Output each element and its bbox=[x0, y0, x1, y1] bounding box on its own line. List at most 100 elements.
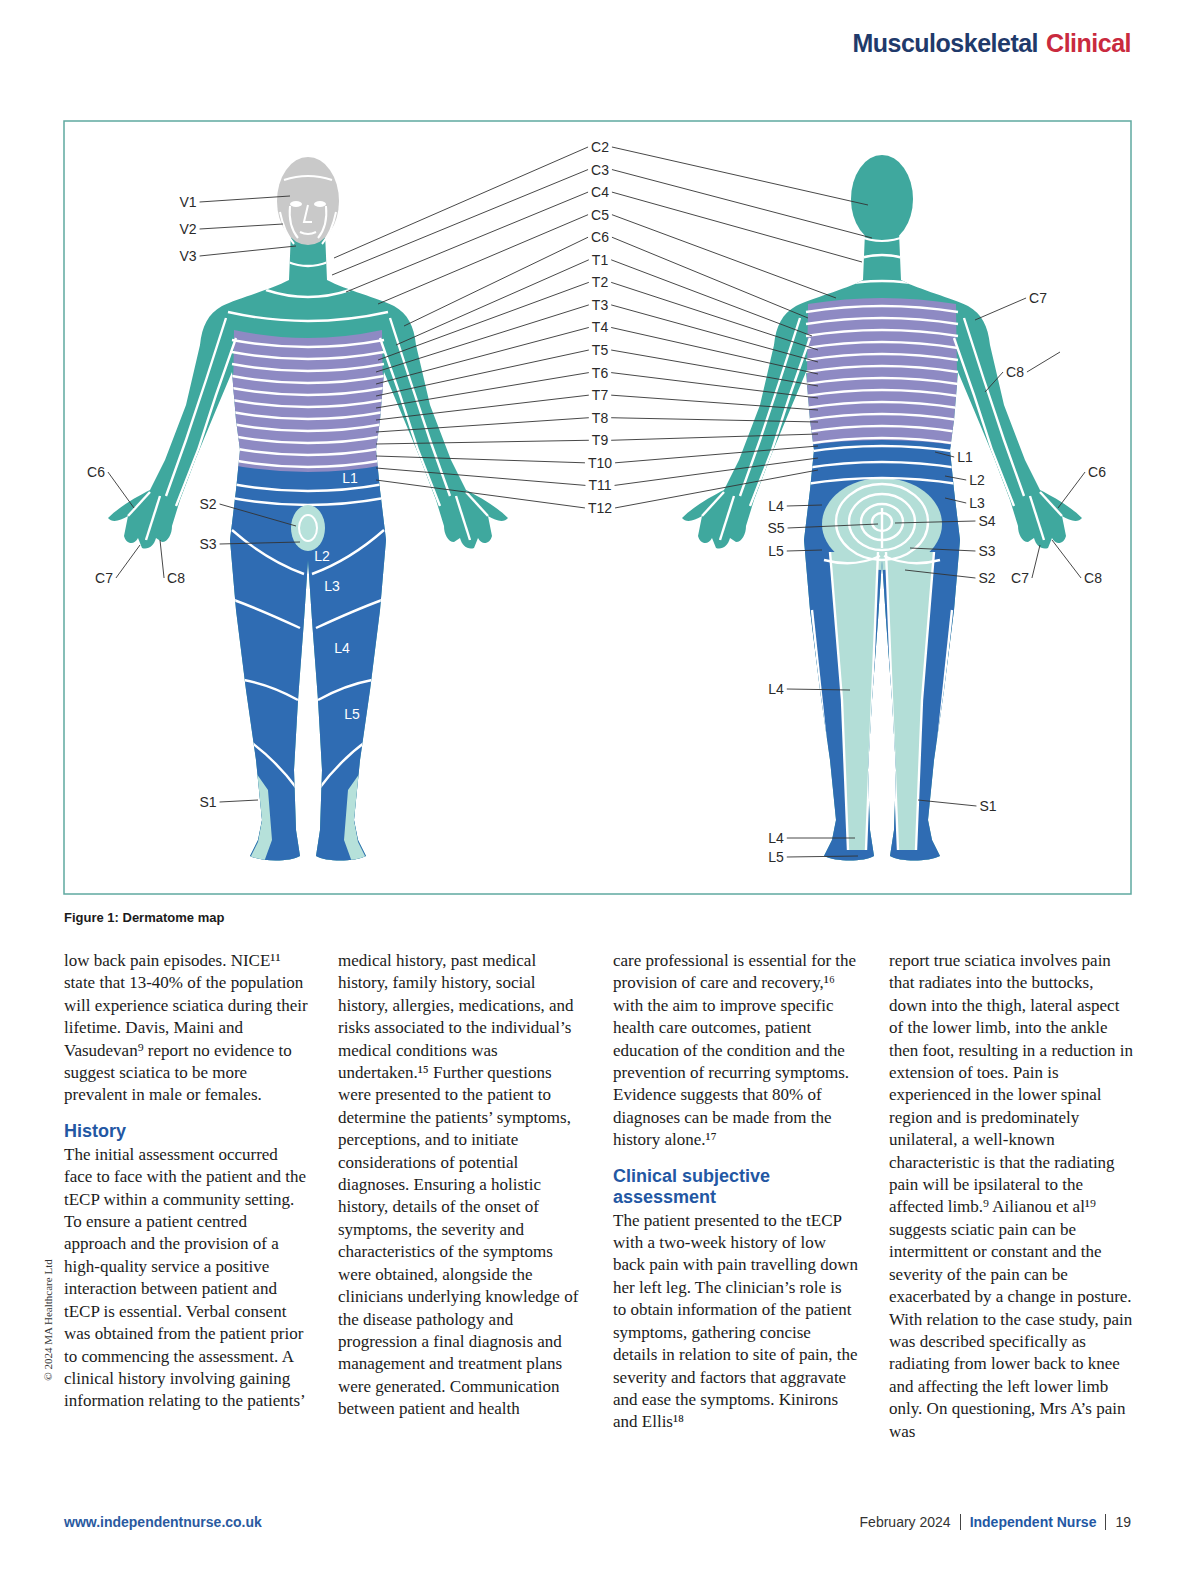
dermatome-label: V1 bbox=[179, 194, 196, 210]
dermatome-label: C8 bbox=[1006, 364, 1024, 380]
leader-line bbox=[160, 540, 164, 578]
leader-line bbox=[910, 548, 975, 551]
segment-label: L3 bbox=[324, 578, 340, 594]
dermatome-boundary bbox=[806, 366, 958, 372]
leader-line bbox=[378, 282, 589, 360]
section-heading: History bbox=[64, 1121, 310, 1142]
dermatome-boundary bbox=[232, 424, 384, 431]
dermatome-label: C7 bbox=[1029, 290, 1047, 306]
illustration-part bbox=[830, 552, 848, 850]
leader-line bbox=[787, 689, 850, 690]
illustration-part bbox=[318, 740, 368, 790]
dermatome-label: C7 bbox=[1011, 570, 1029, 586]
leader-line bbox=[376, 305, 589, 372]
dermatome-label: T5 bbox=[592, 342, 608, 358]
illustration-part bbox=[176, 338, 236, 506]
leader-line bbox=[332, 170, 588, 275]
back-body bbox=[664, 155, 1104, 880]
dermatome-boundary bbox=[806, 342, 958, 348]
sacral-ring bbox=[299, 515, 317, 541]
leader-line bbox=[787, 550, 822, 551]
dermatome-label: T9 bbox=[592, 432, 608, 448]
dermatome-label: T10 bbox=[588, 455, 612, 471]
leader-line bbox=[611, 373, 818, 398]
dermatome-label: T4 bbox=[592, 319, 608, 335]
figure-frame bbox=[64, 121, 1131, 894]
back-limb-details bbox=[702, 318, 880, 850]
dermatome-boundary bbox=[806, 446, 958, 452]
back-head-line bbox=[858, 236, 906, 241]
leader-line bbox=[220, 542, 300, 544]
leader-line bbox=[918, 800, 976, 806]
dermatome-boundary bbox=[806, 426, 958, 432]
leader-line bbox=[611, 327, 818, 374]
leader-line bbox=[787, 505, 822, 506]
segment-label: L4 bbox=[334, 640, 350, 656]
illustration-part bbox=[786, 440, 978, 880]
sacral-zone bbox=[291, 505, 325, 551]
illustration-part bbox=[849, 494, 915, 550]
dermatome-label: T3 bbox=[592, 297, 608, 313]
body-text: medical history, past medical history, f… bbox=[338, 950, 584, 1421]
dermatome-boundary bbox=[806, 414, 958, 420]
leader-line bbox=[611, 350, 818, 386]
dermatome-boundary bbox=[232, 460, 384, 467]
illustration-part bbox=[250, 770, 272, 862]
leader-line bbox=[376, 327, 589, 384]
dermatome-boundary bbox=[232, 412, 384, 419]
thoracic-zone bbox=[232, 330, 384, 477]
illustration-part bbox=[128, 318, 236, 540]
leader-line bbox=[611, 282, 818, 350]
leader-line bbox=[945, 498, 966, 503]
leader-line bbox=[612, 192, 862, 262]
dermatome-label: S1 bbox=[199, 794, 216, 810]
dermatome-label: L5 bbox=[768, 543, 784, 559]
text-column: report true sciatica involves pain that … bbox=[889, 950, 1135, 1443]
front-leg-lines bbox=[228, 262, 388, 790]
dermatome-boundary bbox=[232, 400, 384, 407]
leader-line bbox=[935, 452, 954, 457]
leader-line bbox=[611, 434, 818, 440]
illustration-part bbox=[806, 298, 958, 448]
back-limb-details-mirror bbox=[884, 318, 1062, 850]
dermatome-label: C8 bbox=[167, 570, 185, 586]
illustration-part bbox=[266, 290, 350, 297]
leader-line bbox=[611, 418, 818, 422]
dermatome-boundary bbox=[806, 318, 958, 324]
dermatome-boundary bbox=[806, 390, 958, 396]
illustration-part bbox=[300, 232, 316, 234]
dermatome-label: S4 bbox=[978, 513, 995, 529]
issue-date: February 2024 bbox=[860, 1514, 951, 1530]
illustration-part bbox=[322, 212, 336, 244]
dermatome-boundary bbox=[232, 498, 384, 505]
dermatome-label: T1 bbox=[592, 252, 608, 268]
leader-line bbox=[787, 838, 855, 839]
dermatome-label: L4 bbox=[768, 681, 784, 697]
illustration-part bbox=[872, 513, 892, 531]
leader-line bbox=[611, 260, 812, 336]
dermatome-boundary bbox=[232, 352, 384, 359]
illustration-part bbox=[290, 201, 302, 207]
dermatome-label: L2 bbox=[969, 472, 985, 488]
body-text: The initial assessment occurred face to … bbox=[64, 1144, 310, 1413]
dermatome-label: L5 bbox=[768, 849, 784, 865]
leader-line bbox=[615, 446, 818, 463]
running-header: Clinical bbox=[1046, 28, 1131, 58]
leader-line bbox=[376, 350, 589, 396]
back-dermatomes bbox=[664, 220, 1104, 880]
illustration-part bbox=[861, 504, 903, 540]
illustration-part bbox=[284, 176, 332, 180]
dermatome-boundary bbox=[806, 478, 958, 484]
leader-line bbox=[615, 470, 818, 508]
dermatome-label: C8 bbox=[1084, 570, 1102, 586]
leader-line bbox=[376, 468, 585, 485]
lumbar-zone bbox=[212, 464, 404, 880]
illustration-part bbox=[318, 680, 372, 700]
leader-line bbox=[108, 472, 134, 508]
illustration-part bbox=[248, 740, 298, 790]
dermatome-label: S2 bbox=[199, 496, 216, 512]
illustration-part bbox=[280, 176, 336, 244]
dermatome-label: L4 bbox=[768, 830, 784, 846]
dermatome-label: C2 bbox=[591, 139, 609, 155]
